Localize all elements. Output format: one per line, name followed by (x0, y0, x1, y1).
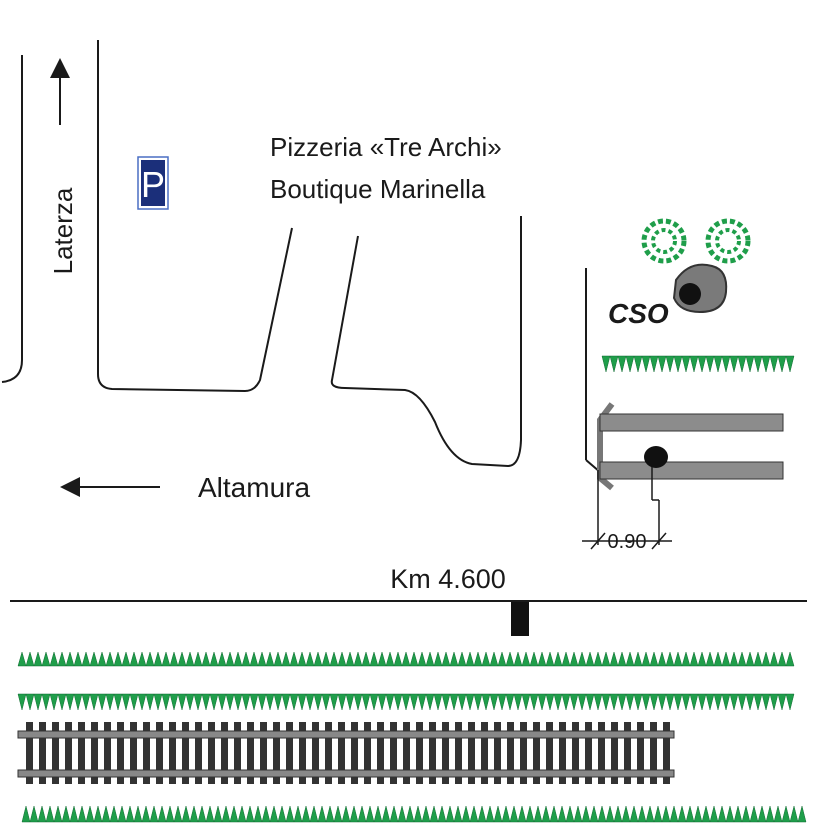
km-marker-label: Km 4.600 (390, 564, 506, 594)
platform-bar-lower (599, 461, 784, 480)
road-outlines (1, 40, 522, 468)
grass-strip-cso (601, 355, 795, 373)
km-marker-post (511, 602, 529, 636)
shop-label-boutique: Boutique Marinella (270, 174, 486, 204)
altamura-label: Altamura (198, 472, 310, 503)
tree-icon (705, 218, 751, 264)
tree-icon (641, 218, 687, 264)
road-edge-left (1, 55, 23, 383)
parking-sign-face (141, 160, 165, 206)
road-edge-laterza-right (97, 40, 293, 393)
platform-detail (582, 268, 784, 550)
grass-strip-2 (17, 693, 795, 711)
cso-label: CSO (608, 298, 669, 329)
grass-strip-3 (21, 805, 807, 823)
road-edge-shop-access (330, 216, 522, 468)
distance-label: 0.90 (608, 531, 647, 553)
parking-sign: P (137, 156, 169, 210)
rail-upper (17, 730, 675, 739)
laterza-label: Laterza (48, 187, 78, 274)
railway-track (17, 722, 675, 784)
parking-sign-letter: P (141, 164, 165, 205)
platform-post (644, 446, 668, 468)
platform-bar-upper (599, 413, 784, 432)
shop-label-pizzeria: Pizzeria «Tre Archi» (270, 132, 502, 162)
rail-lower (17, 769, 675, 778)
grass-strip-1 (17, 651, 795, 667)
rock-icon (672, 263, 728, 314)
platform-curb (597, 402, 615, 491)
